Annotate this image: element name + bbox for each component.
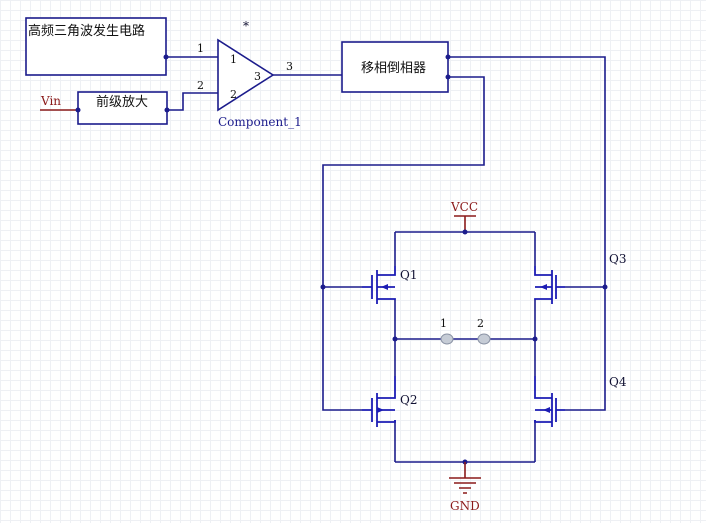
vcc-symbol bbox=[454, 215, 476, 232]
left-mid-node bbox=[392, 336, 398, 342]
left-gate-bus bbox=[322, 76, 485, 411]
q4-mosfet bbox=[534, 376, 565, 427]
triangle-generator-label: 高频三角波发生电路 bbox=[28, 23, 145, 39]
wire-1-label: 1 bbox=[197, 42, 204, 55]
q2-mosfet bbox=[362, 376, 396, 427]
right-mid-node bbox=[532, 336, 538, 342]
q2-label: Q2 bbox=[400, 393, 417, 407]
phase-inverter-block bbox=[341, 41, 449, 93]
q1-mosfet bbox=[362, 266, 396, 304]
vin-net-label: Vin bbox=[40, 94, 61, 108]
right-gate-bus bbox=[448, 56, 606, 411]
vin-pin bbox=[75, 107, 81, 113]
output-terminal-1 bbox=[440, 333, 454, 345]
q3-label: Q3 bbox=[609, 252, 626, 266]
wire-2-label: 2 bbox=[197, 79, 204, 92]
preamp-out-pin bbox=[164, 107, 170, 113]
vcc-node bbox=[462, 229, 468, 235]
wire-2 bbox=[167, 92, 218, 111]
triangle-generator-block bbox=[25, 17, 167, 76]
q3-mosfet bbox=[534, 266, 565, 304]
output-terminal-2 bbox=[477, 333, 491, 345]
tri-out-pin bbox=[163, 54, 169, 60]
preamp-label: 前级放大 bbox=[96, 94, 148, 110]
right-gate-node bbox=[602, 284, 608, 290]
comparator-symbol bbox=[217, 38, 275, 112]
left-gate-node bbox=[320, 284, 326, 290]
gnd-net-label: GND bbox=[450, 499, 480, 513]
q4-label: Q4 bbox=[609, 375, 627, 389]
preamp-block bbox=[77, 91, 168, 125]
comparator-designator: * bbox=[243, 19, 249, 33]
gnd-symbol bbox=[449, 462, 481, 494]
comparator-pin-1: 1 bbox=[230, 53, 237, 66]
comparator-pin-2: 2 bbox=[230, 88, 237, 101]
output-2-label: 2 bbox=[477, 317, 484, 330]
phase-inverter-label: 移相倒相器 bbox=[361, 61, 426, 76]
vcc-net-label: VCC bbox=[450, 200, 478, 214]
comparator-name: Component_1 bbox=[218, 115, 302, 129]
comparator-pin-3: 3 bbox=[254, 70, 261, 83]
q1-label: Q1 bbox=[400, 268, 417, 282]
wire-3-label: 3 bbox=[286, 60, 293, 73]
output-1-label: 1 bbox=[440, 317, 447, 330]
